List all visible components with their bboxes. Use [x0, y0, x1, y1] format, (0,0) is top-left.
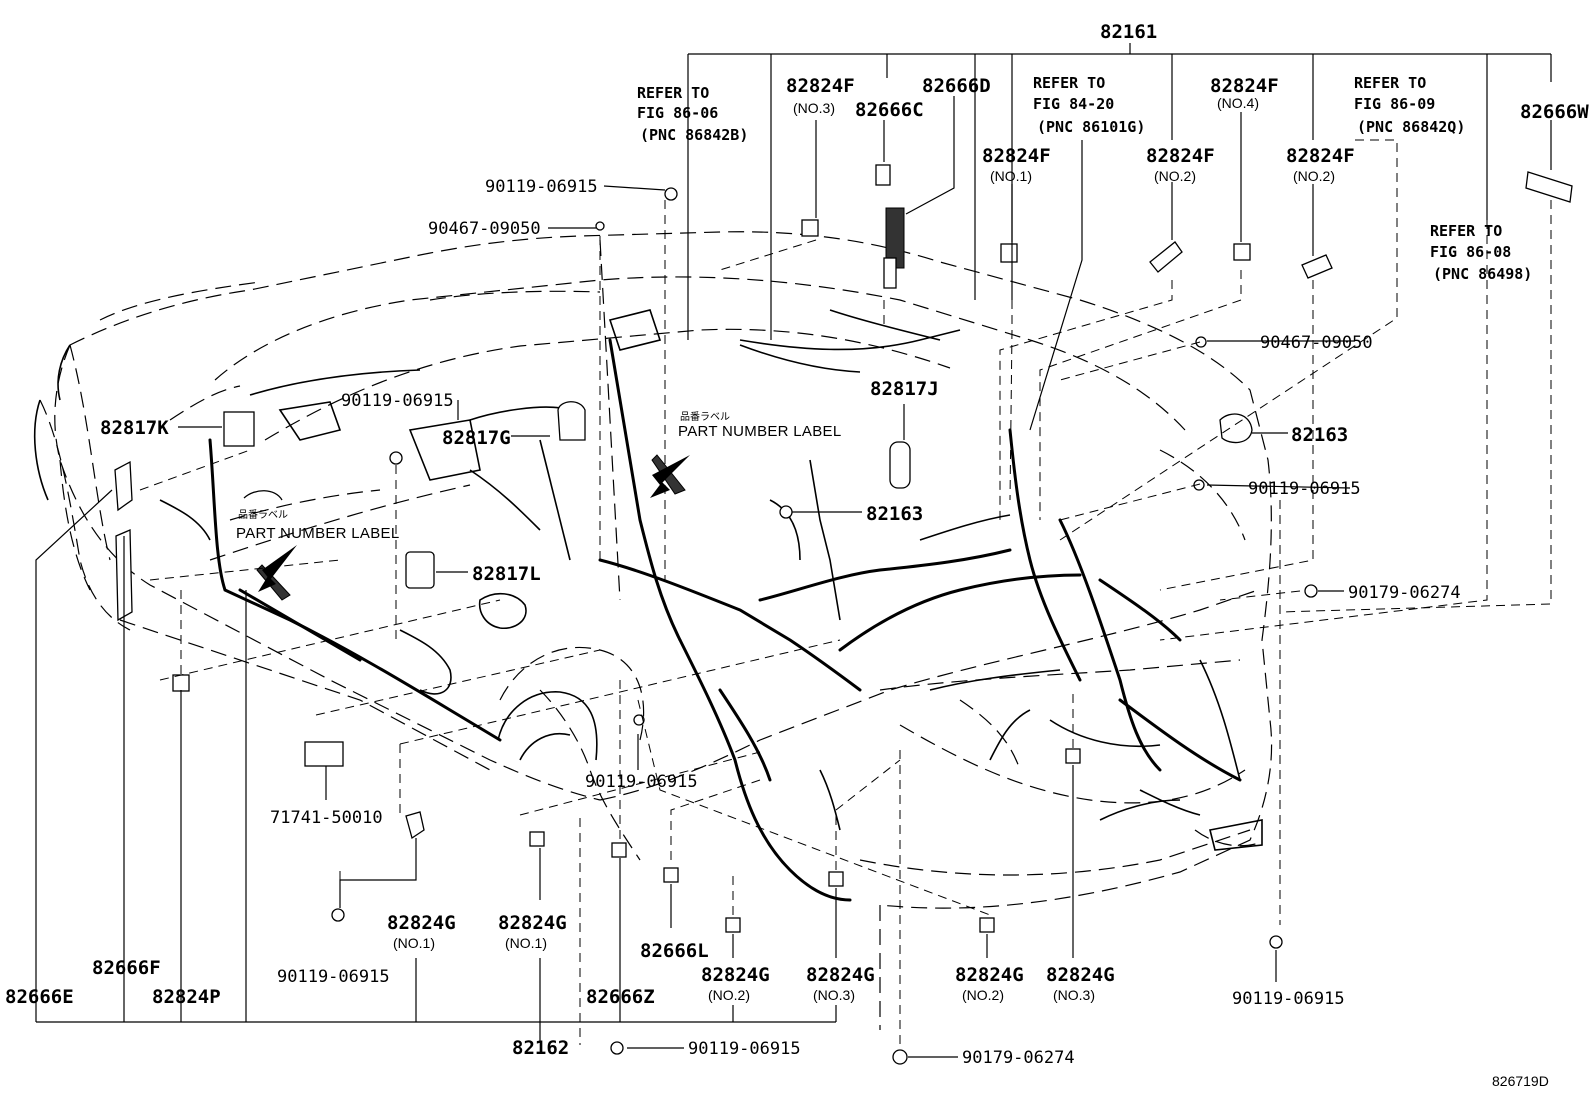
- refer-fig-86-06-line1: REFER TO: [637, 84, 709, 102]
- label-no2-c: (NO.2): [708, 987, 750, 1003]
- part-labels: 82161 REFER TO FIG 86-06 (PNC 86842B) 82…: [5, 21, 1589, 1089]
- label-82824G-e: 82824G: [955, 964, 1024, 986]
- label-no2-a: (NO.2): [1154, 168, 1196, 184]
- label-90467-09050-b: 90467-09050: [1260, 333, 1373, 353]
- wire-harness: [159, 309, 1242, 902]
- part-number-label-2: PART NUMBER LABEL: [236, 525, 400, 542]
- label-82824P: 82824P: [152, 986, 221, 1008]
- jp-part-number-label-1: 品番ラベル: [680, 411, 730, 423]
- label-82163-a: 82163: [1291, 424, 1348, 446]
- label-82666D: 82666D: [922, 75, 991, 97]
- label-90119-06915-e: 90119-06915: [585, 772, 698, 792]
- label-90179-06274-a: 90179-06274: [1348, 583, 1461, 603]
- jp-part-number-label-2: 品番ラベル: [238, 509, 288, 521]
- label-arrows: [258, 455, 690, 592]
- label-82824F-no2a: 82824F: [1146, 145, 1215, 167]
- label-no2-d: (NO.2): [962, 987, 1004, 1003]
- label-82161: 82161: [1100, 21, 1157, 43]
- label-82824F-no1: 82824F: [982, 145, 1051, 167]
- label-90119-06915-b: 90119-06915: [341, 391, 454, 411]
- part-number-label-1: PART NUMBER LABEL: [678, 423, 842, 440]
- refer-fig-86-09-line2: FIG 86-09: [1354, 95, 1435, 113]
- label-no3-b: (NO.3): [813, 987, 855, 1003]
- label-90119-06915-c: 90119-06915: [1248, 479, 1361, 499]
- label-82824G-b: 82824G: [498, 912, 567, 934]
- label-82666W: 82666W: [1520, 101, 1589, 123]
- leader-lines: [35, 43, 1552, 1058]
- label-82666F: 82666F: [92, 957, 161, 979]
- label-90119-06915-f: 90119-06915: [1232, 989, 1345, 1009]
- label-90179-06274-b: 90179-06274: [962, 1048, 1075, 1068]
- label-82824G-a: 82824G: [387, 912, 456, 934]
- parts: [114, 164, 1573, 1065]
- label-82824F-no4: 82824F: [1210, 75, 1279, 97]
- label-82824F-no2b: 82824F: [1286, 145, 1355, 167]
- label-82666L: 82666L: [640, 940, 709, 962]
- refer-fig-86-08-line2: FIG 86-08: [1430, 243, 1511, 261]
- refer-fig-86-09-line1: REFER TO: [1354, 74, 1426, 92]
- label-90119-06915-g: 90119-06915: [688, 1039, 801, 1059]
- label-no4-a: (NO.4): [1217, 95, 1259, 111]
- label-82824G-f: 82824G: [1046, 964, 1115, 986]
- label-71741-50010: 71741-50010: [270, 808, 383, 828]
- refer-fig-86-09-line3: (PNC 86842Q): [1357, 118, 1465, 136]
- label-no2-b: (NO.2): [1293, 168, 1335, 184]
- label-90119-06915-d: 90119-06915: [277, 967, 390, 987]
- label-82162: 82162: [512, 1037, 569, 1059]
- refer-fig-84-20-line2: FIG 84-20: [1033, 95, 1114, 113]
- vehicle-body-outline: [39, 231, 1273, 1030]
- label-82817K: 82817K: [100, 417, 169, 439]
- installation-guide-lines: [139, 139, 1552, 1050]
- label-no1-a: (NO.1): [990, 168, 1032, 184]
- refer-fig-84-20-line3: (PNC 86101G): [1037, 118, 1145, 136]
- label-no3-a: (NO.3): [793, 100, 835, 116]
- label-82824G-c: 82824G: [701, 964, 770, 986]
- label-no1-c: (NO.1): [505, 935, 547, 951]
- figure-id: 826719D: [1492, 1073, 1549, 1089]
- label-82817L: 82817L: [472, 563, 541, 585]
- label-82824F-no3: 82824F: [786, 75, 855, 97]
- label-no1-b: (NO.1): [393, 935, 435, 951]
- refer-fig-86-08-line1: REFER TO: [1430, 222, 1502, 240]
- label-82666C: 82666C: [855, 99, 924, 121]
- label-82666E: 82666E: [5, 986, 74, 1008]
- label-82666Z: 82666Z: [586, 986, 655, 1008]
- refer-fig-86-08-line3: (PNC 86498): [1433, 265, 1532, 283]
- refer-fig-84-20-line1: REFER TO: [1033, 74, 1105, 92]
- refer-fig-86-06-line2: FIG 86-06: [637, 104, 718, 122]
- label-82163-b: 82163: [866, 503, 923, 525]
- label-no3-c: (NO.3): [1053, 987, 1095, 1003]
- label-82824G-d: 82824G: [806, 964, 875, 986]
- label-90467-09050-a: 90467-09050: [428, 219, 541, 239]
- vehicle-details: [33, 309, 1263, 851]
- label-82817J: 82817J: [870, 378, 939, 400]
- label-82817G: 82817G: [442, 427, 511, 449]
- refer-fig-86-06-line3: (PNC 86842B): [640, 126, 748, 144]
- label-90119-06915-a: 90119-06915: [485, 177, 598, 197]
